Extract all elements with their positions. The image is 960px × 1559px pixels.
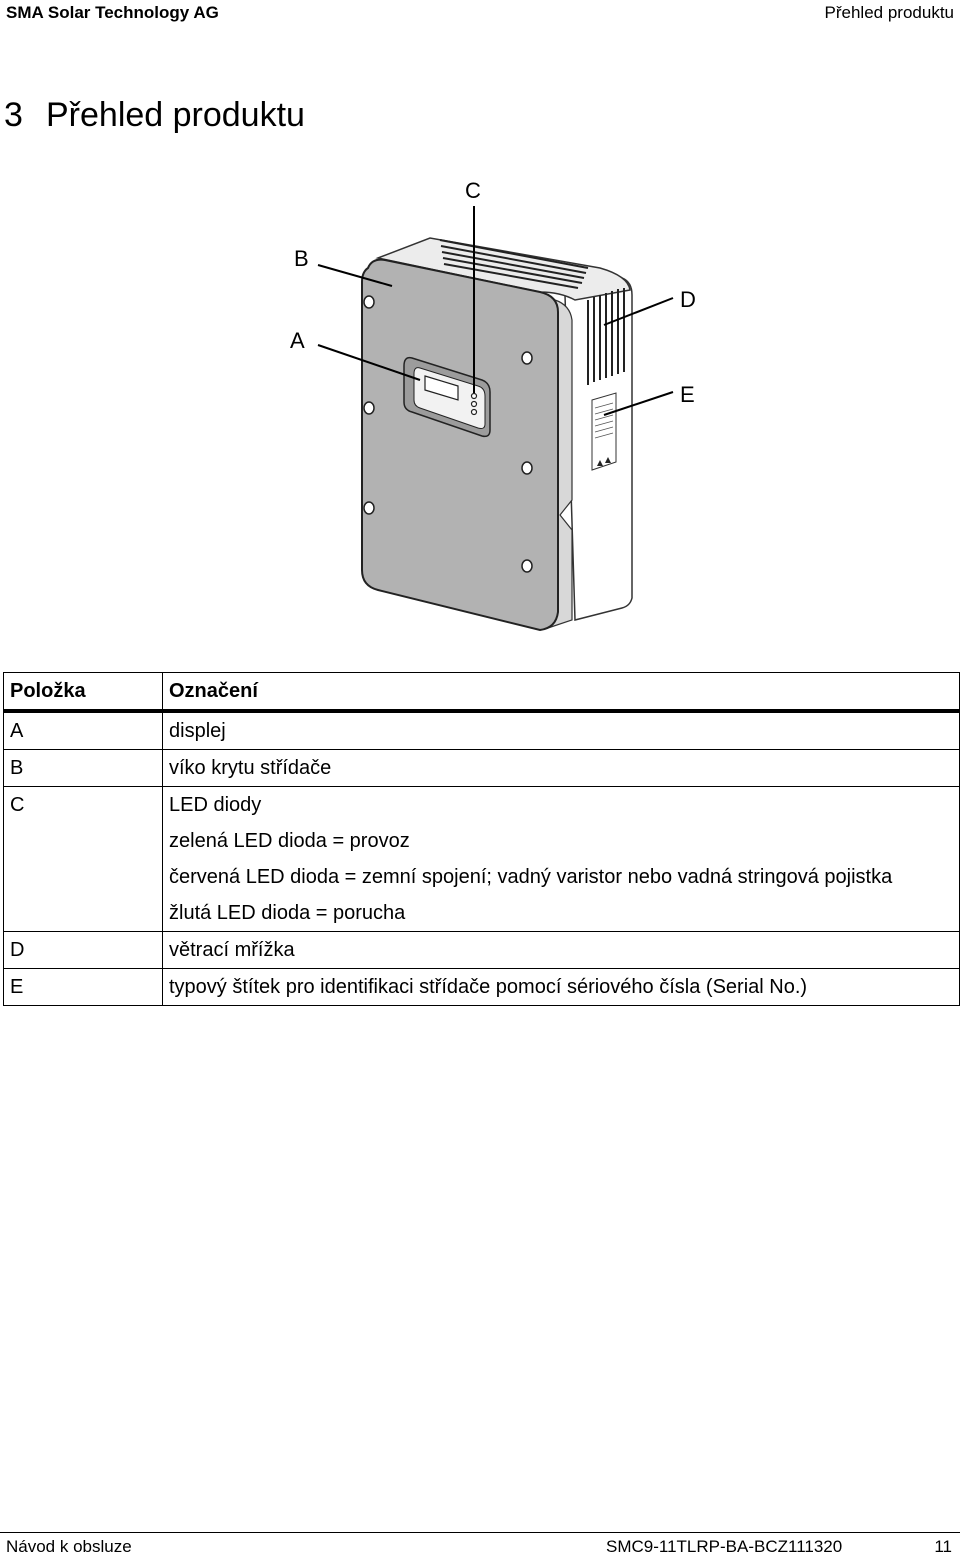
item-cell-empty: [3, 859, 163, 895]
table-row: C LED diody: [3, 786, 960, 823]
designation-cell: displej: [162, 710, 960, 750]
item-cell: D: [3, 931, 163, 969]
table-row: E typový štítek pro identifikaci střídač…: [3, 968, 960, 1006]
designation-cell: větrací mřížka: [162, 931, 960, 969]
callout-d: D: [680, 287, 696, 312]
item-cell-empty: [3, 823, 163, 859]
table-row: D větrací mřížka: [3, 931, 960, 969]
designation-subline: zelená LED dioda = provoz: [162, 823, 960, 859]
page-number: 11: [934, 1537, 952, 1556]
callout-e: E: [680, 382, 695, 407]
designation-cell: víko krytu střídače: [162, 749, 960, 787]
callout-a: A: [290, 328, 305, 353]
item-cell: A: [3, 710, 163, 750]
item-cell: B: [3, 749, 163, 787]
item-cell: C: [3, 786, 163, 823]
designation-cell: LED diody: [162, 786, 960, 823]
designation-subline: žlutá LED dioda = porucha: [162, 895, 960, 932]
callout-c: C: [465, 178, 481, 203]
page-title: 3 Přehled produktu: [4, 96, 305, 135]
chapter-number: 3: [4, 96, 23, 134]
item-cell-empty: [3, 895, 163, 932]
chapter-title: Přehled produktu: [46, 96, 305, 134]
table-row: B víko krytu střídače: [3, 749, 960, 787]
table-row-continuation: zelená LED dioda = provoz: [3, 823, 960, 859]
footer-doc-type: Návod k obsluze: [6, 1537, 132, 1556]
items-table: Položka Označení A displej B víko krytu …: [3, 672, 960, 1006]
designation-subline: červená LED dioda = zemní spojení; vadný…: [162, 859, 960, 895]
table-row-continuation: červená LED dioda = zemní spojení; vadný…: [3, 859, 960, 895]
header-item: Položka: [3, 672, 163, 713]
item-cell: E: [3, 968, 163, 1006]
designation-cell: typový štítek pro identifikaci střídače …: [162, 968, 960, 1006]
header-designation: Označení: [162, 672, 960, 713]
callout-b: B: [294, 246, 309, 271]
table-row-continuation: žlutá LED dioda = porucha: [3, 895, 960, 932]
header-section: Přehled produktu: [824, 3, 954, 22]
footer-doc-code: SMC9-11TLRP-BA-BCZ111320: [606, 1537, 843, 1556]
type-label: [591, 392, 617, 471]
inverter-illustration: B A C D E: [270, 170, 710, 640]
table-header-row: Položka Označení: [3, 672, 960, 713]
table-row: A displej: [3, 710, 960, 750]
footer-divider: [0, 1532, 960, 1533]
header-company: SMA Solar Technology AG: [6, 3, 219, 22]
